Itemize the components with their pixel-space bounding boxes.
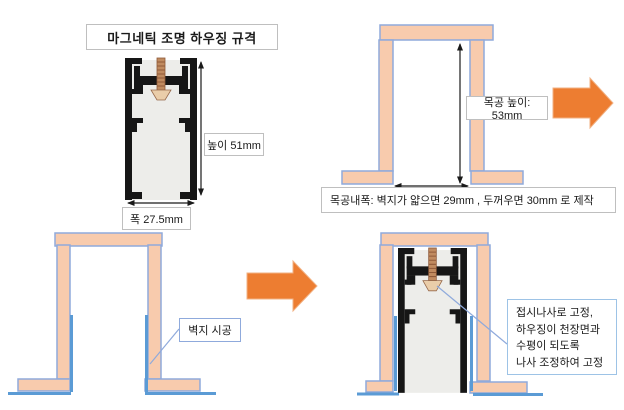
next-step-arrow-top-icon [552,76,614,130]
wood-frame-wallpaper [8,232,216,395]
leader-line-install-note [436,285,508,345]
leader-line-wallpaper [149,328,180,365]
wood-frame-installed [357,232,543,396]
profile-height-label: 높이 51mm [204,133,264,156]
page-title: 마그네틱 조명 하우징 규격 [86,24,278,50]
wood-frame-spec [341,24,524,185]
next-step-arrow-bottom-icon [246,259,318,313]
profile-width-label: 폭 27.5mm [122,207,191,230]
frame-inner-width-note: 목공내폭: 벽지가 얇으면 29mm , 두꺼우면 30mm 로 제작 [321,187,616,213]
housing-profile-cross-section [124,57,198,201]
wallpaper-label: 벽지 시공 [179,318,241,342]
install-note: 접시나사로 고정, 하우징이 천장면과 수평이 되도록 나사 조정하여 고정 [507,299,617,375]
frame-height-label: 목공 높이: 53mm [466,96,548,122]
housing-profile-installed [397,247,468,394]
